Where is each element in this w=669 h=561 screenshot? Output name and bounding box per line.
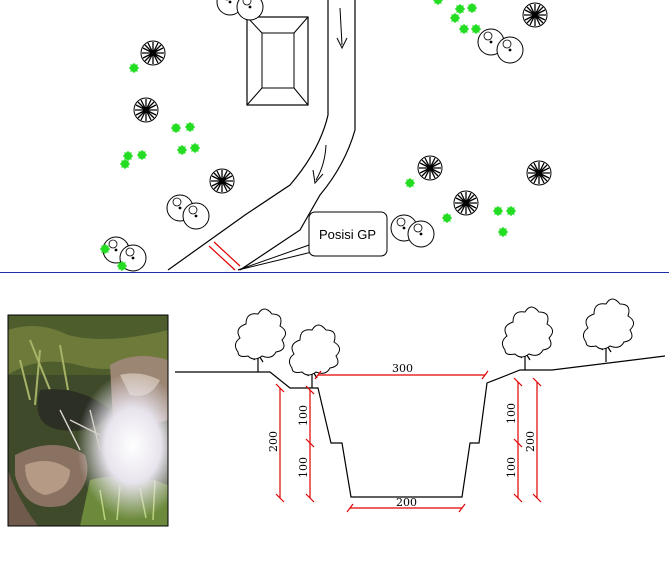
channel-profile xyxy=(175,355,666,498)
dimension-label: 100 xyxy=(505,457,518,478)
dimension-label: 200 xyxy=(267,431,280,452)
site-photo xyxy=(7,314,169,527)
channel-cross-section: 300 200 200 100 100 xyxy=(175,298,666,513)
site-plan: Posisi GP xyxy=(99,0,552,272)
callout-label: Posisi GP xyxy=(319,227,376,242)
survey-position-marker xyxy=(208,241,241,271)
dimension-label: 200 xyxy=(524,431,537,452)
dimension-label: 200 xyxy=(396,496,417,509)
dimension-label: 100 xyxy=(297,405,310,426)
dimension-right-upper-depth: 100 xyxy=(505,377,523,448)
dimension-label: 100 xyxy=(505,403,518,424)
dimension-left-total-depth: 200 xyxy=(267,383,285,503)
dimension-label: 100 xyxy=(297,457,310,478)
flow-arrow-icon xyxy=(336,7,348,50)
river-channel xyxy=(167,0,356,271)
flow-arrow-icon xyxy=(312,144,327,185)
dimension-right-lower-depth: 100 xyxy=(505,443,523,503)
position-callout: Posisi GP xyxy=(237,211,388,271)
dimension-top-width: 300 xyxy=(314,362,489,380)
dimension-label: 300 xyxy=(392,362,413,375)
dimension-bottom-width: 200 xyxy=(346,496,466,513)
building-roof-plan xyxy=(246,16,309,106)
dimension-left-lower-depth: 100 xyxy=(297,443,315,503)
dimension-right-total-depth: 200 xyxy=(524,377,542,503)
dimension-left-upper-depth: 100 xyxy=(297,385,315,448)
